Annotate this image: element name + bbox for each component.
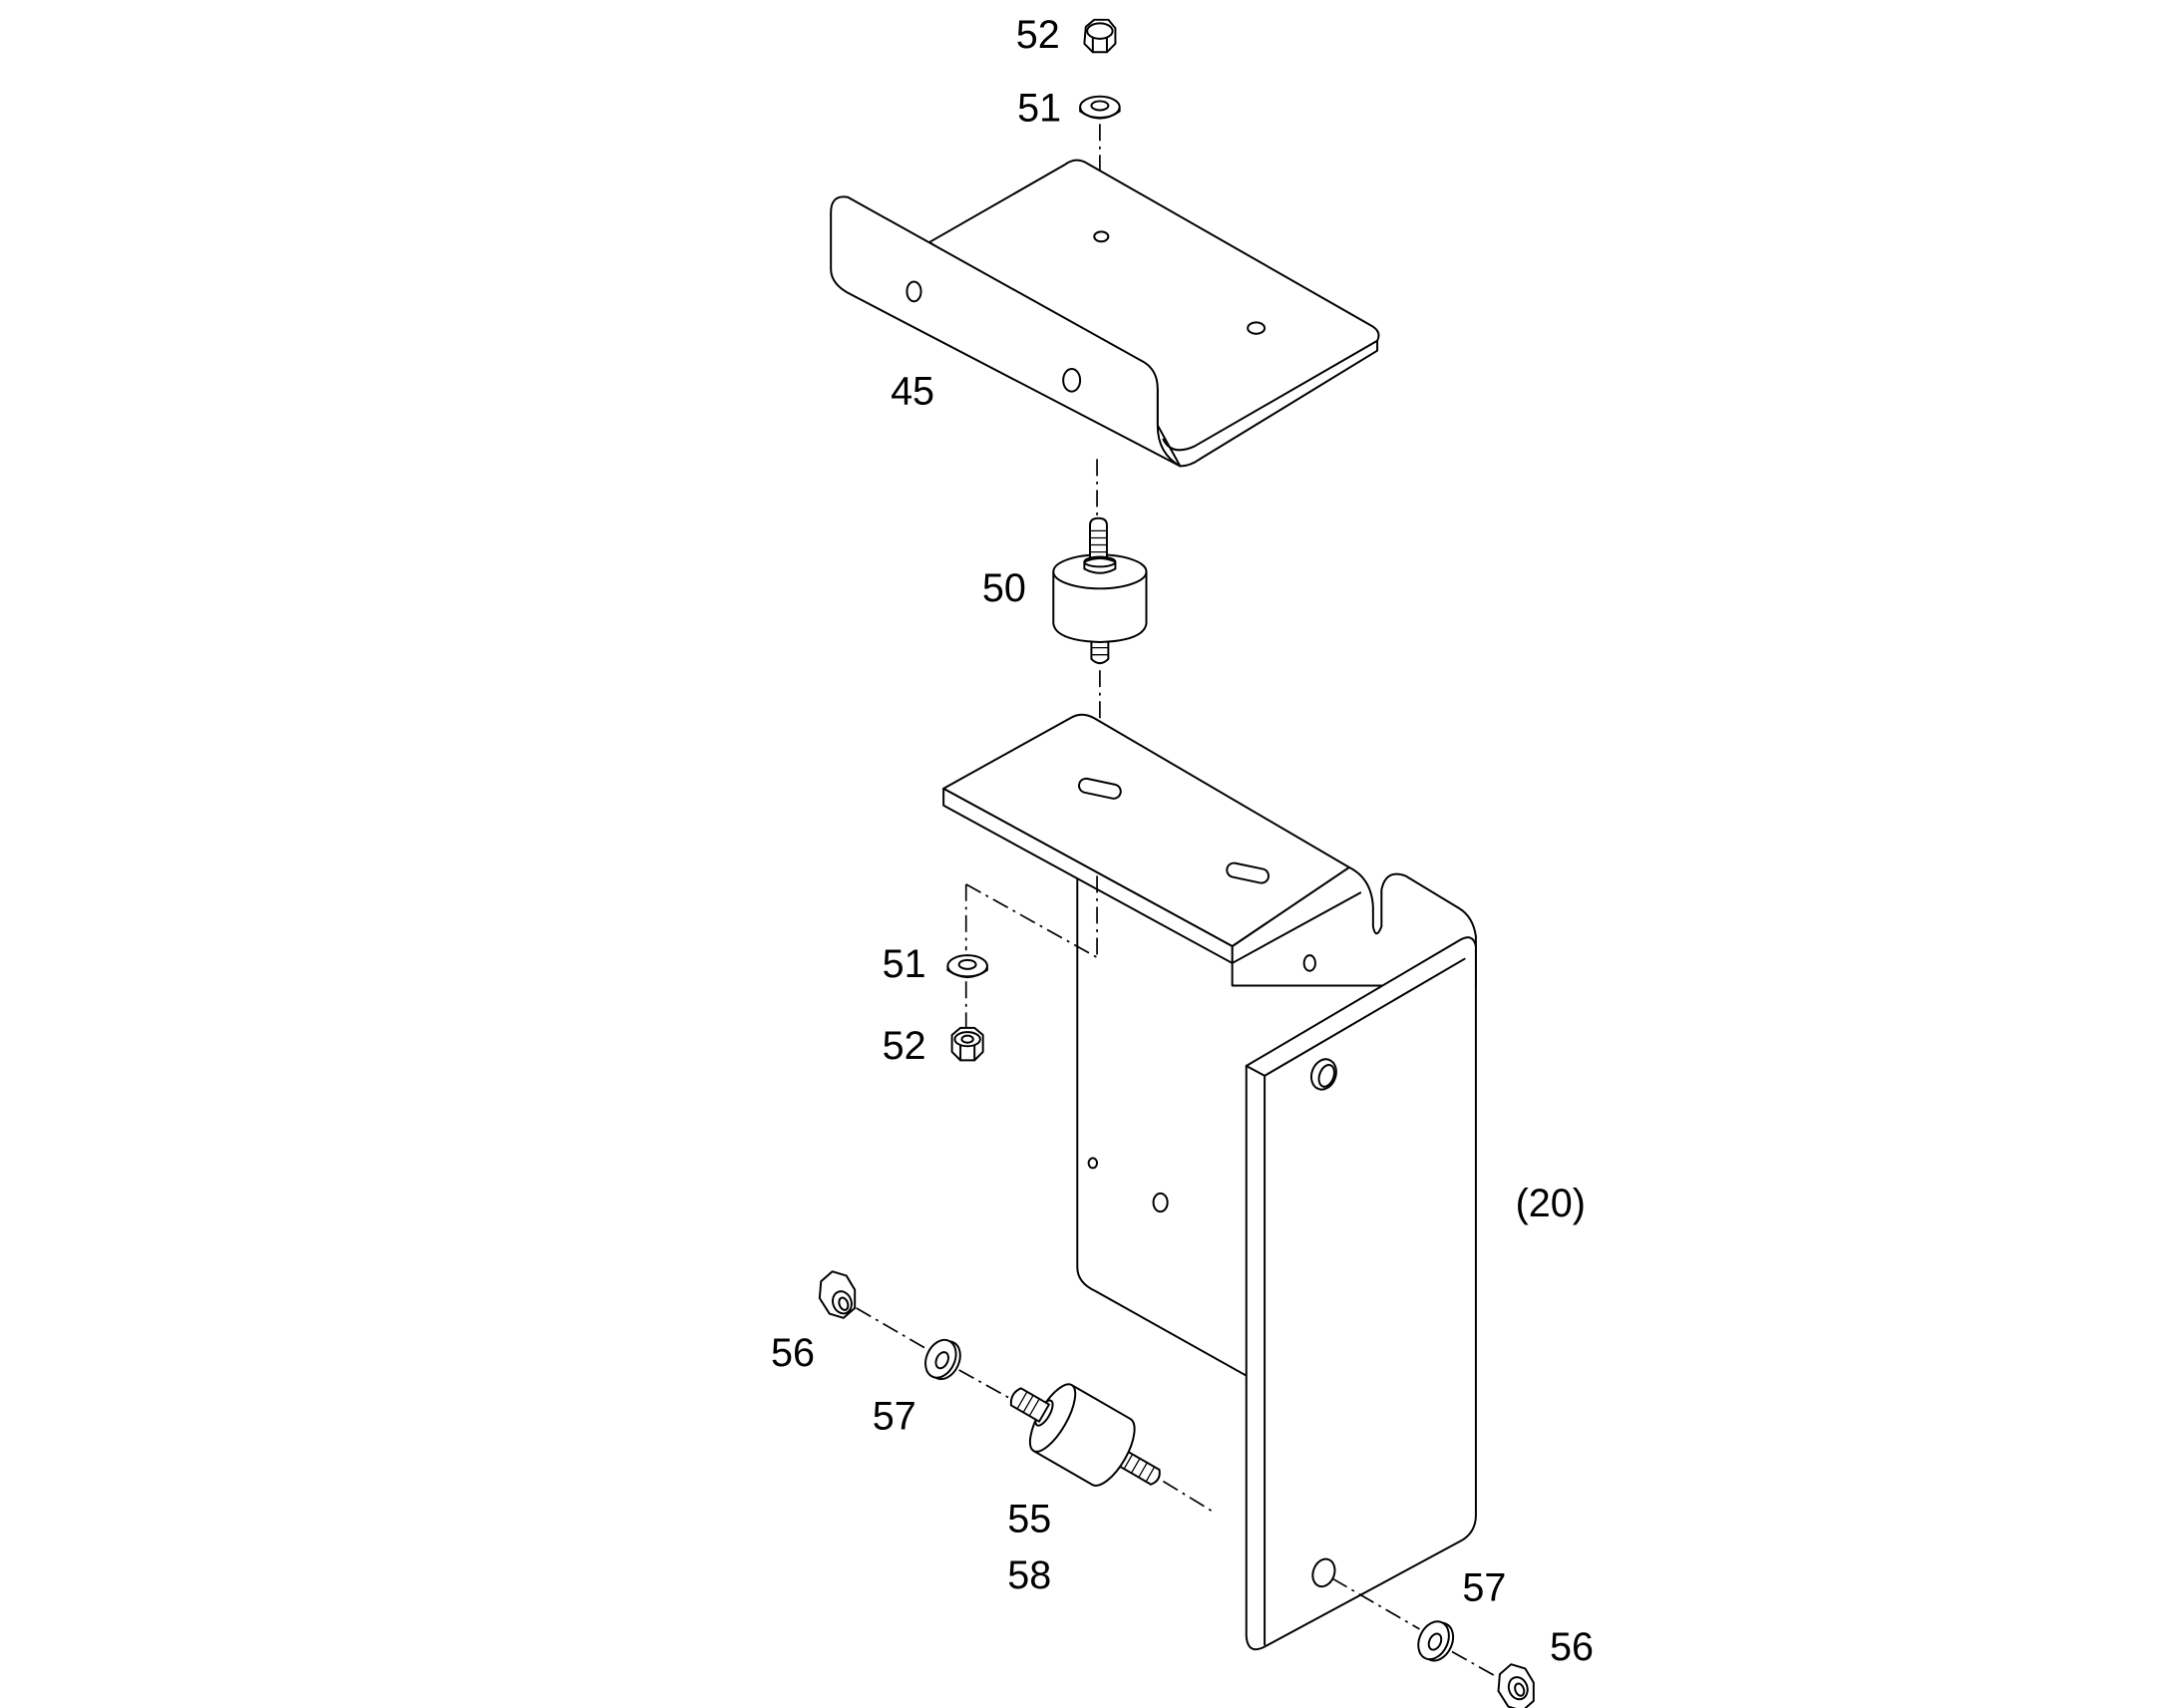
callout-bracket-upper: 45 [891,369,934,413]
washer-lower [946,954,988,979]
hex-nut-bottom-left-face [832,1290,853,1315]
centerline-lower-diagonal [965,883,1098,959]
washer-top [1079,95,1121,120]
washer-bottom-left-hole [934,1351,949,1370]
centerline-bottom-left-1 [856,1307,927,1350]
callout-washer-bottom-right: 57 [1462,1566,1506,1610]
washer-bottom-right-hole [1427,1632,1443,1651]
main-bracket-bend [1231,865,1477,987]
rubber-mount-upper-collar [1083,556,1117,574]
upper-bracket-hole-4 [1247,321,1267,335]
hex-nut-lower [950,1026,984,1062]
rubber-mount-upper-bottom-stud [1090,635,1110,665]
hex-nut-bottom-right [1497,1663,1535,1708]
upper-bracket-hole-1 [906,280,922,303]
hex-nut-bottom-right-face [1507,1676,1529,1701]
main-bracket-slot-2 [1226,861,1271,884]
main-bracket-hole-lower [1311,1557,1336,1588]
main-bracket-top-plate [942,713,1350,947]
callout-bracket-main: (20) [1516,1182,1586,1225]
upper-bracket-hole-3 [1093,230,1110,243]
hex-nut-bottom-left-body [818,1270,857,1319]
callout-nut-top: 52 [1016,13,1060,57]
rubber-mount-lower-left-stud [1009,1387,1050,1423]
main-bracket-hole-side-small [1087,1157,1099,1170]
rubber-mount-upper [1052,516,1148,665]
washer-bottom-right [1417,1620,1455,1662]
main-bracket [942,713,1477,1651]
callout-nut-bottom-left: 56 [771,1331,815,1375]
main-bracket-front-face-edge [1245,957,1466,1646]
callout-washer-lower: 51 [883,942,926,986]
centerline-bottom-right-1 [1331,1577,1420,1630]
centerline-bottom-left-3 [1162,1480,1215,1514]
callout-washer-top: 51 [1017,86,1061,130]
washer-bottom-left [924,1338,961,1381]
callout-mount-upper: 50 [982,566,1026,610]
hex-nut-lower-edges [959,1045,976,1062]
washer-top-hole [1090,100,1110,112]
callout-mount-lower: 55 [1007,1497,1051,1540]
upper-bracket-top-edge [1162,339,1379,452]
hex-nut-lower-face [953,1031,981,1048]
upper-bracket-flange [830,195,1182,468]
rubber-mount-lower-left-thread [1016,1391,1040,1417]
hex-nut-top [1083,18,1117,54]
rubber-mount-lower [1009,1383,1161,1487]
hex-nut-top-edges [1091,37,1108,54]
rubber-mount-upper-collar-top [1083,555,1117,568]
hex-nut-bottom-left [818,1270,857,1319]
rubber-mount-lower-right-thread [1123,1454,1156,1483]
centerline-bottom-left-2 [958,1369,1010,1400]
main-bracket-hole-upper [1309,1058,1337,1091]
hex-nut-top-face [1086,22,1114,40]
main-bracket-side-flange [1076,874,1248,1377]
upper-bracket-top-plate [928,159,1380,468]
hex-nut-bottom-left-hole [838,1296,850,1311]
centerline-bottom-right-2 [1451,1650,1498,1678]
rubber-mount-upper-body [1052,570,1148,643]
main-bracket-hole-side [1152,1192,1169,1213]
hex-nut-lower-hole [960,1034,974,1044]
washer-lower-hole [957,958,977,970]
main-bracket-hole-bend [1302,954,1316,972]
upper-bracket-hole-2 [1062,368,1082,393]
rubber-mount-upper-top-thread [1090,529,1107,553]
callout-nut-bottom-right: 56 [1550,1625,1594,1669]
callout-nut-lower: 52 [883,1024,926,1068]
main-bracket-slot-1 [1078,777,1122,800]
main-bracket-hole-upper-inner [1317,1064,1335,1088]
rubber-mount-upper-bottom-thread [1091,646,1109,656]
callout-washer-bottom-left: 57 [873,1394,916,1438]
main-bracket-top-plate-short-edge [1231,891,1362,964]
hex-nut-bottom-right-hole [1514,1682,1526,1697]
upper-bracket [830,159,1380,468]
main-bracket-front-face [1245,936,1477,1651]
callout-mount-lower-alt: 58 [1007,1553,1051,1597]
